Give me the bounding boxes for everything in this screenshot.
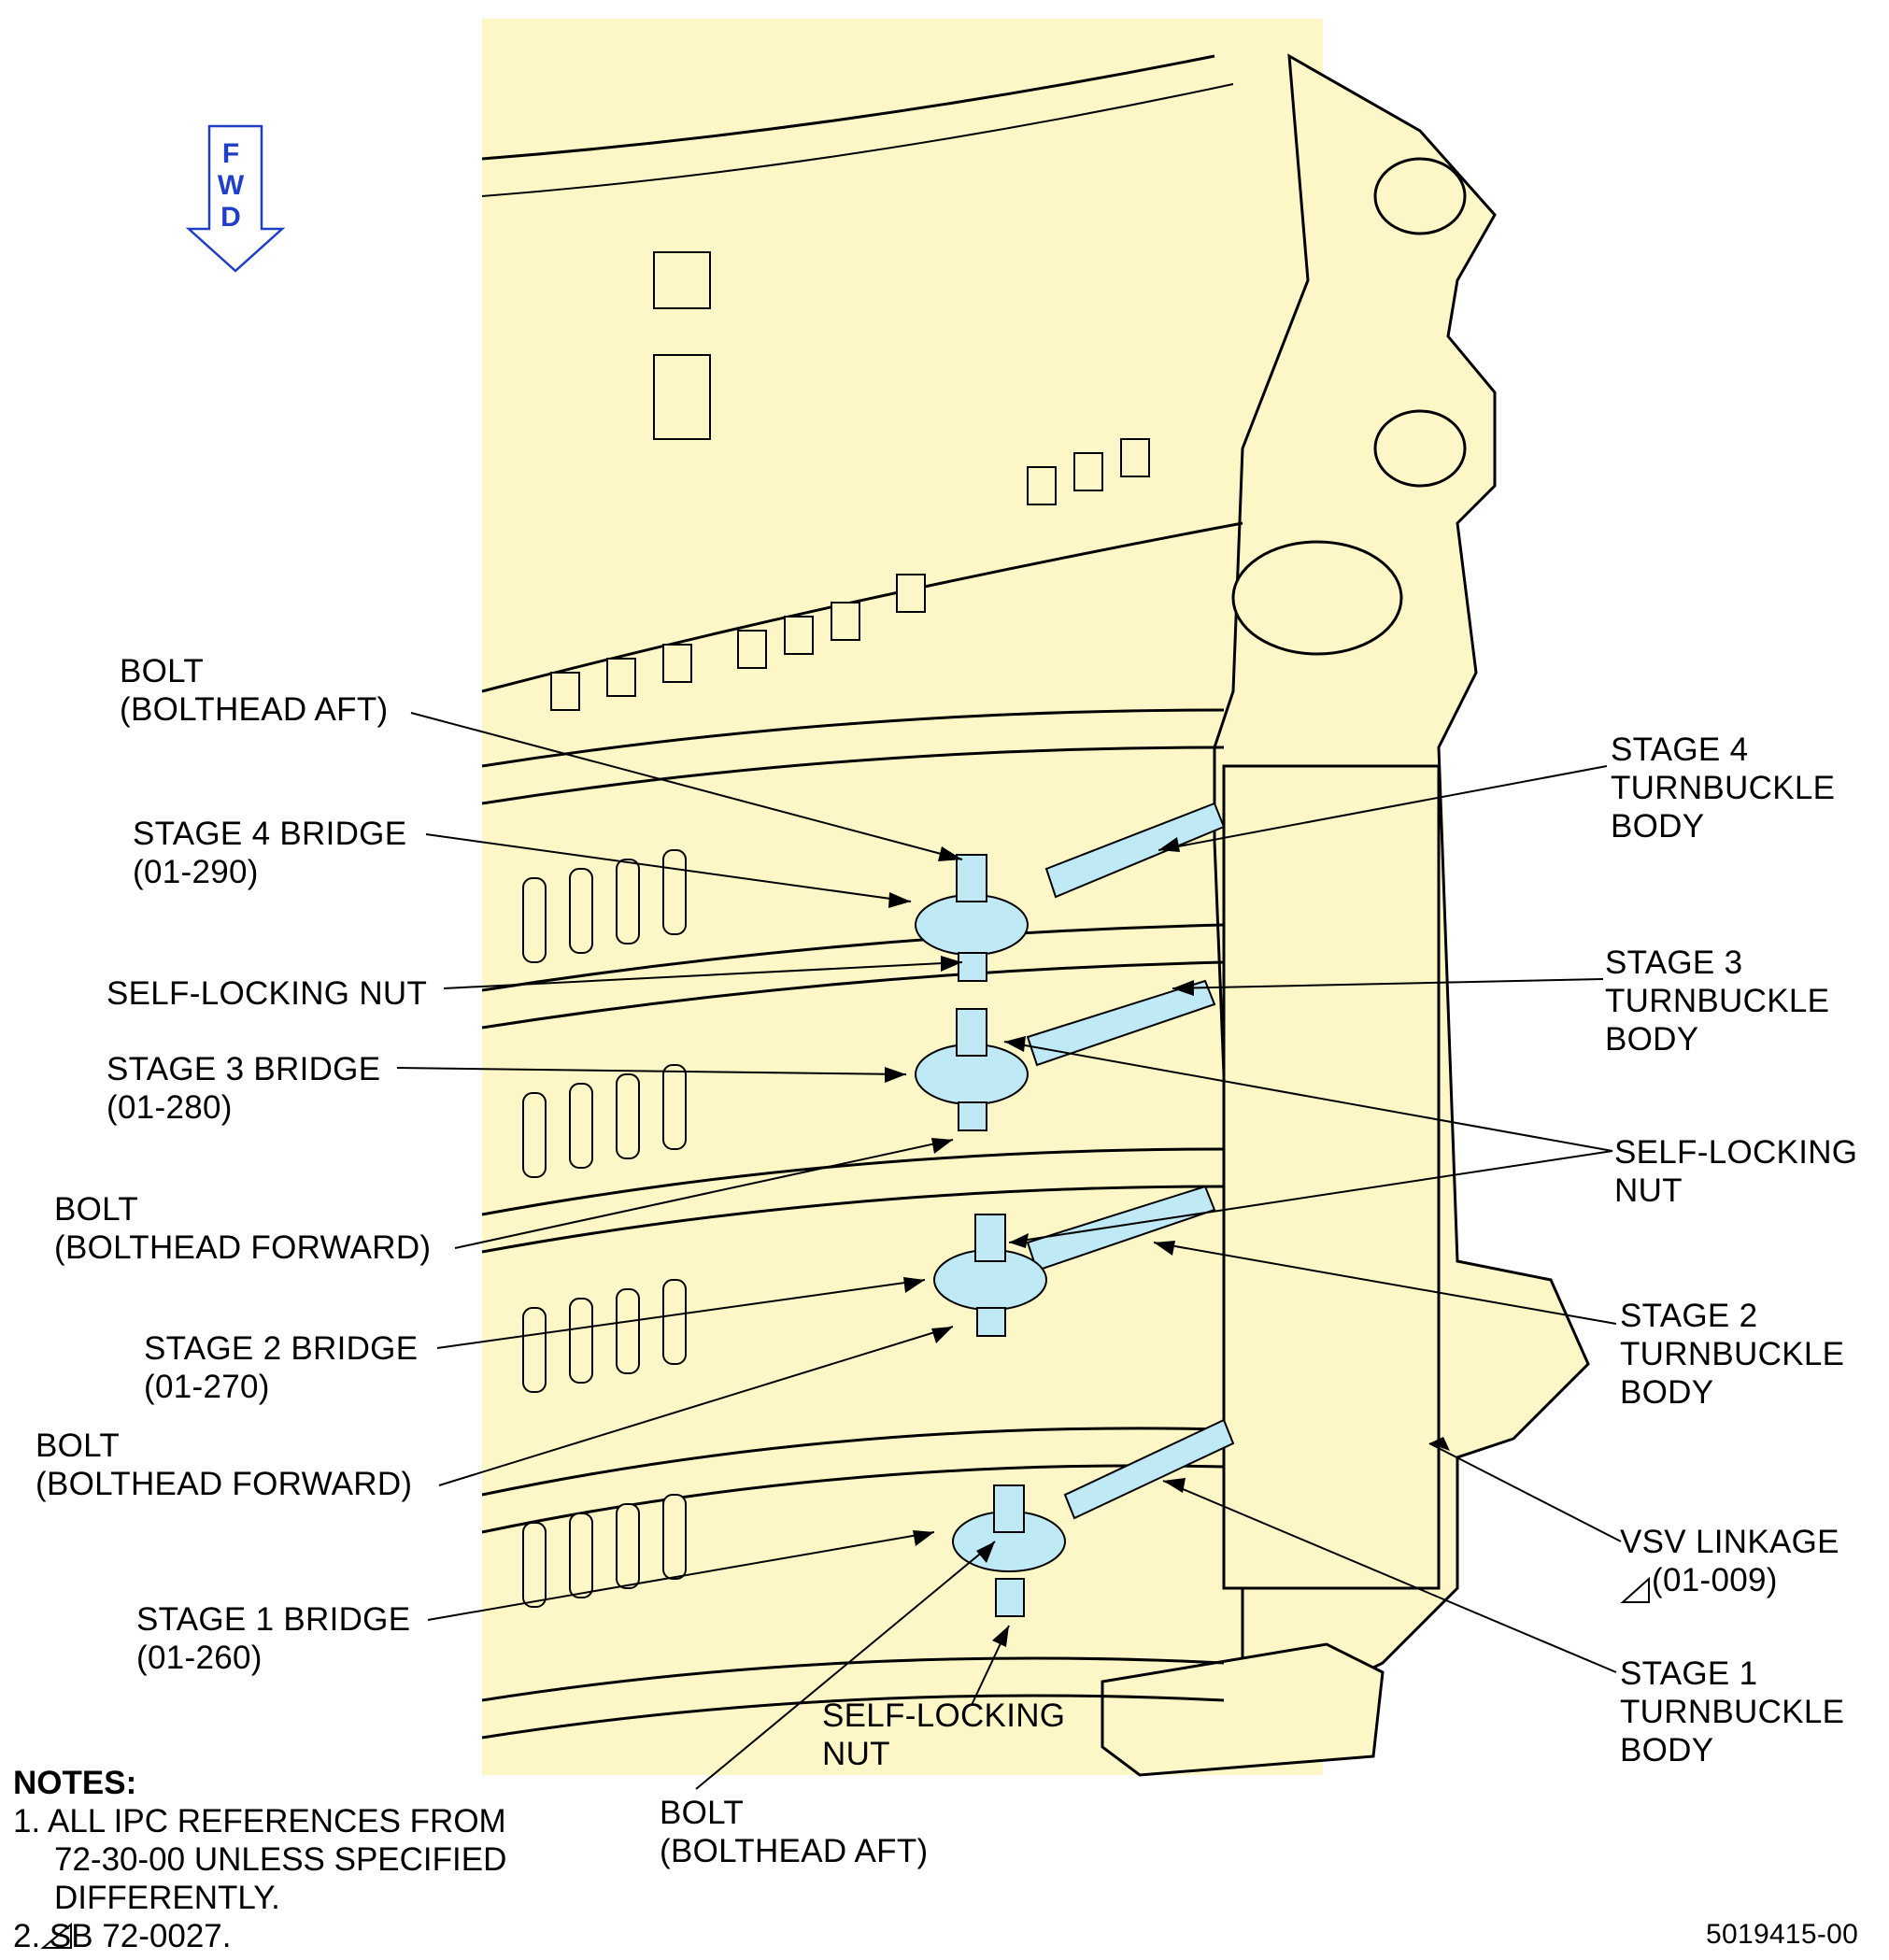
fwd-letter: F xyxy=(221,138,240,169)
callout-stage4-bridge: STAGE 4 BRIDGE (01-290) xyxy=(133,816,407,890)
callout-self-locking-nut-left: SELF-LOCKING NUT xyxy=(107,975,428,1012)
note-line: 2. SB 72-0027. xyxy=(13,1918,232,1954)
callout-bolt-aft-top: BOLT (BOLTHEAD AFT) xyxy=(120,653,389,728)
vane-arms xyxy=(522,849,687,1608)
notes-heading: NOTES: xyxy=(13,1765,137,1801)
case-studs xyxy=(550,251,1150,711)
case-arc-top xyxy=(481,54,1215,161)
callout-stage2-turnbuckle: STAGE 2 TURNBUCKLE BODY xyxy=(1620,1298,1845,1411)
linkage-top-cap xyxy=(1231,540,1403,656)
callout-bolt-aft-bottom: BOLT (BOLTHEAD AFT) xyxy=(660,1795,929,1869)
stage3-turnbuckle xyxy=(1026,979,1216,1067)
note-line: 1. ALL IPC REFERENCES FROM xyxy=(13,1803,506,1839)
callout-vsv-linkage: VSV LINKAGE (01-009) xyxy=(1620,1524,1839,1598)
figure-number: 5019415-00 xyxy=(1706,1919,1859,1950)
note-line: 72-30-00 UNLESS SPECIFIED xyxy=(54,1841,507,1878)
reference-markers xyxy=(40,1576,1650,1949)
leader-lines xyxy=(396,712,1622,1790)
callout-stage1-turnbuckle: STAGE 1 TURNBUCKLE BODY xyxy=(1620,1655,1845,1768)
linkage-column xyxy=(1222,764,1441,1590)
fwd-letter: W xyxy=(217,170,245,201)
callout-self-locking-nut-right: SELF-LOCKING NUT xyxy=(1614,1134,1858,1209)
callout-self-locking-nut-bottom: SELF-LOCKING NUT xyxy=(822,1697,1066,1772)
stage4-turnbuckle xyxy=(1044,802,1226,899)
callout-stage3-bridge: STAGE 3 BRIDGE (01-280) xyxy=(107,1051,381,1126)
vsv-linkage-lower-arm xyxy=(1101,1642,1385,1777)
fwd-letter: D xyxy=(220,202,241,233)
note-line: DIFFERENTLY. xyxy=(54,1880,280,1916)
callout-stage3-turnbuckle: STAGE 3 TURNBUCKLE BODY xyxy=(1605,944,1830,1058)
leader-arrowheads xyxy=(885,837,1450,1647)
callout-bolt-forward-1: BOLT (BOLTHEAD FORWARD) xyxy=(54,1191,432,1266)
callout-bolt-forward-2: BOLT (BOLTHEAD FORWARD) xyxy=(36,1427,413,1502)
turnbuckles xyxy=(1026,802,1235,1520)
case-arc-top-2 xyxy=(481,83,1234,197)
callout-stage1-bridge: STAGE 1 BRIDGE (01-260) xyxy=(136,1601,411,1676)
fwd-indicator: F W D xyxy=(217,138,245,234)
engine-case-background xyxy=(482,19,1323,1775)
linkage-bushing-mid xyxy=(1373,409,1467,488)
notes-block: NOTES: 1. ALL IPC REFERENCES FROM 72-30-… xyxy=(13,1764,506,1955)
stage1-turnbuckle xyxy=(1063,1418,1235,1520)
bridge-ends xyxy=(915,854,1066,1617)
linkage-bushing-upper xyxy=(1373,157,1467,235)
bridge-arcs xyxy=(481,708,1225,1740)
callout-stage4-turnbuckle: STAGE 4 TURNBUCKLE BODY xyxy=(1611,731,1836,845)
fwd-arrow-icon xyxy=(185,124,286,273)
callout-stage2-bridge: STAGE 2 BRIDGE (01-270) xyxy=(144,1330,419,1405)
